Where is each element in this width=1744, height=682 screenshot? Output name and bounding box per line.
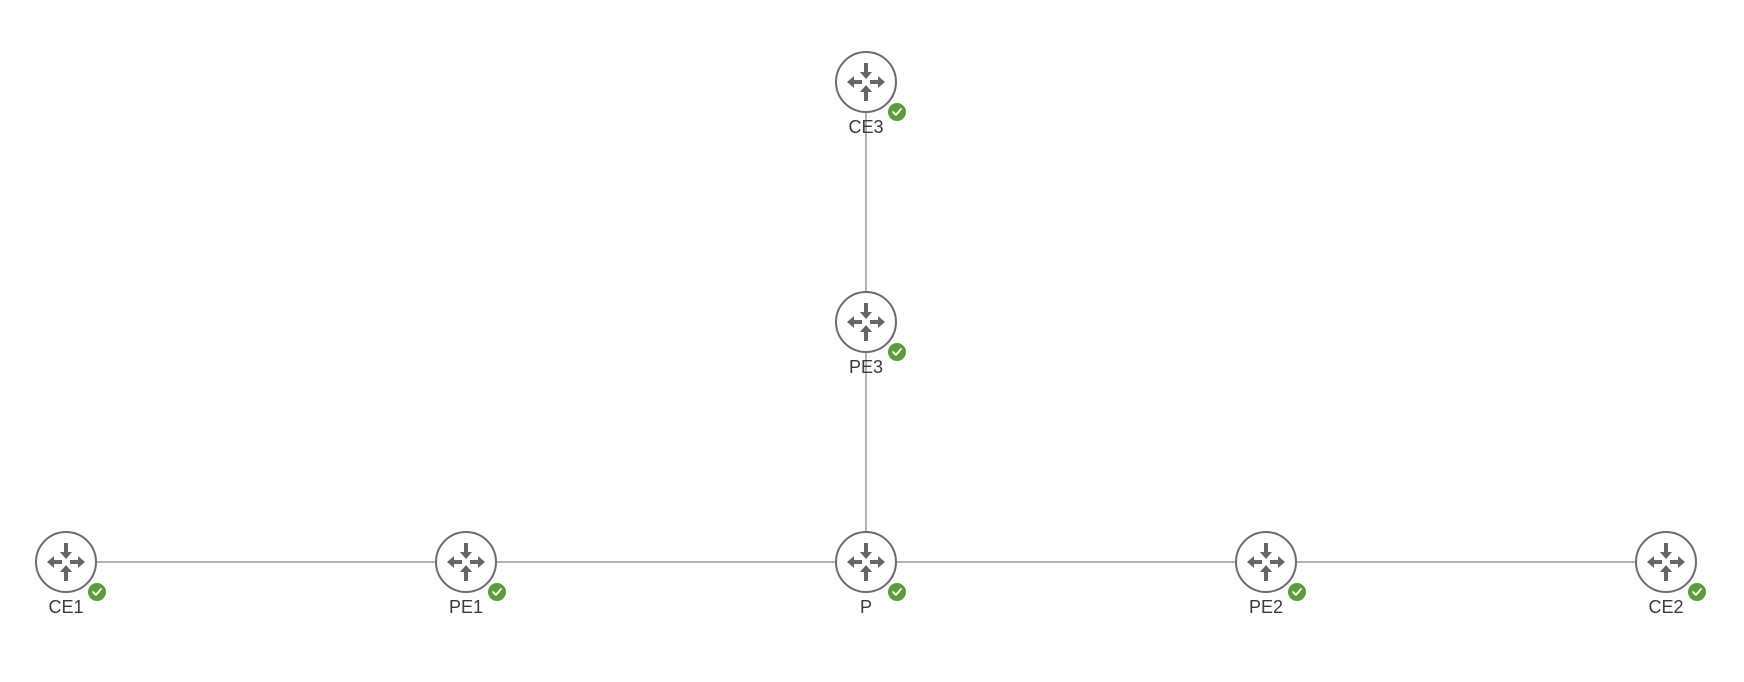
router-icon: [1647, 543, 1685, 581]
router-node-circle: [35, 531, 97, 593]
check-badge-icon: [888, 583, 906, 601]
router-node-pe2[interactable]: PE2: [1235, 531, 1306, 617]
node-label: CE2: [1648, 597, 1683, 617]
router-icon: [447, 543, 485, 581]
router-icon: [847, 303, 885, 341]
check-badge-icon: [888, 103, 906, 121]
router-node-circle: [835, 531, 897, 593]
router-node-p[interactable]: P: [835, 531, 906, 617]
router-node-circle: [835, 51, 897, 113]
router-node-ce2[interactable]: CE2: [1635, 531, 1706, 617]
router-node-circle: [435, 531, 497, 593]
node-label: CE1: [48, 597, 83, 617]
node-label: PE3: [849, 357, 883, 377]
check-badge-icon: [888, 343, 906, 361]
router-node-ce1[interactable]: CE1: [35, 531, 106, 617]
check-badge-icon: [488, 583, 506, 601]
router-node-circle: [835, 291, 897, 353]
router-node-circle: [1635, 531, 1697, 593]
node-label: PE2: [1249, 597, 1283, 617]
router-node-ce3[interactable]: CE3: [835, 51, 906, 137]
node-label: P: [860, 597, 872, 617]
links-layer: [66, 82, 1666, 563]
router-node-pe3[interactable]: PE3: [835, 291, 906, 377]
node-label: PE1: [449, 597, 483, 617]
router-icon: [1247, 543, 1285, 581]
router-icon: [847, 543, 885, 581]
router-node-pe1[interactable]: PE1: [435, 531, 506, 617]
check-badge-icon: [1688, 583, 1706, 601]
router-icon: [847, 63, 885, 101]
router-icon: [47, 543, 85, 581]
check-badge-icon: [88, 583, 106, 601]
node-label: CE3: [848, 117, 883, 137]
check-badge-icon: [1288, 583, 1306, 601]
router-node-circle: [1235, 531, 1297, 593]
